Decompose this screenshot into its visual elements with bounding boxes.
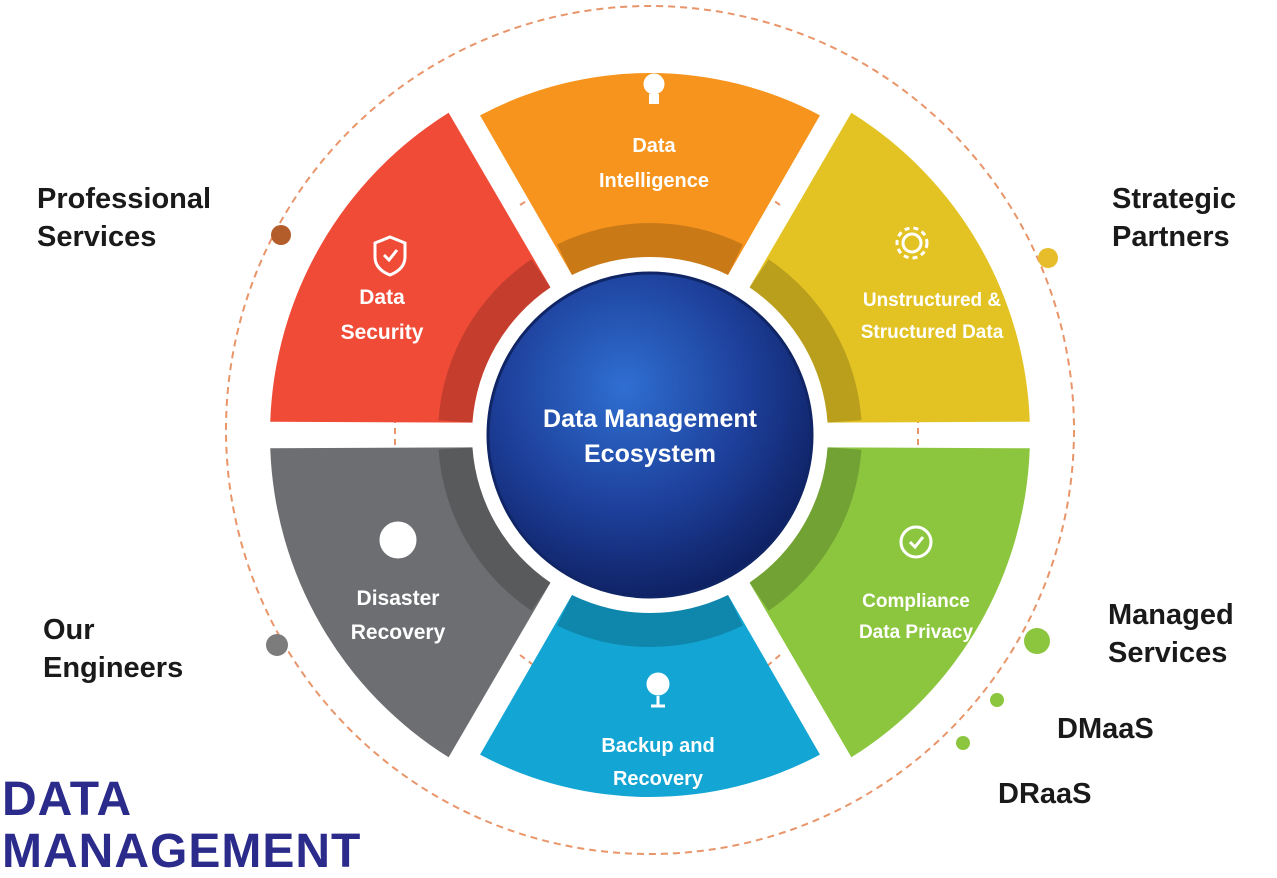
shield-check-icon xyxy=(373,235,407,277)
segment-label-disaster-recovery-line2: Recovery xyxy=(351,621,446,644)
gear-icon xyxy=(895,226,929,260)
segment-label-unstructured-structured-data-line1: Unstructured & xyxy=(863,290,1002,311)
segment-inner-band xyxy=(438,447,551,611)
professional-services-dot xyxy=(271,225,291,245)
segment-label-data-intelligence-line1: Data xyxy=(632,135,676,157)
managed-services-line2: Services xyxy=(1108,637,1228,669)
segment-label-compliance-data-privacy-line1: Compliance xyxy=(862,591,970,612)
segment-label-backup-and-recovery-line1: Backup and xyxy=(601,735,714,757)
our-engineers-label: Our Engineers xyxy=(43,611,183,687)
clock-icon xyxy=(899,525,933,559)
draas-dot xyxy=(956,736,970,750)
segment-inner-band xyxy=(749,447,862,611)
managed-services-label: Managed Services xyxy=(1108,596,1234,672)
outer-dashed-ring xyxy=(225,5,1075,855)
segment-label-data-security-line2: Security xyxy=(341,321,424,344)
draas-label: DRaaS xyxy=(998,778,1092,810)
segment-label-unstructured-structured-data-line2: Structured Data xyxy=(861,322,1004,343)
segment-label-compliance-data-privacy-line2: Data Privacy xyxy=(859,622,974,643)
segment-inner-band xyxy=(438,259,551,423)
segment-unstructured-structured-data xyxy=(749,112,1030,423)
segment-label-disaster-recovery-line1: Disaster xyxy=(357,587,440,610)
professional-services-label: Professional Services xyxy=(37,180,211,256)
our-engineers-line2: Engineers xyxy=(43,652,184,684)
page-title: DATA MANAGEMENT xyxy=(2,774,361,878)
segment-backup-and-recovery xyxy=(480,594,820,797)
dmaas-dot xyxy=(990,693,1004,707)
dmaas-label: DMaaS xyxy=(1057,713,1154,745)
strategic-partners-label: Strategic Partners xyxy=(1112,180,1236,256)
page-title-line1: DATA xyxy=(2,773,133,826)
segment-label-data-security-line1: Data xyxy=(359,286,405,309)
segment-label-data-intelligence-line2: Intelligence xyxy=(599,170,709,192)
lightbulb-icon xyxy=(643,73,665,104)
managed-services-line1: Managed xyxy=(1108,599,1234,631)
money-plant-icon xyxy=(646,672,670,708)
strategic-partners-dot xyxy=(1038,248,1058,268)
hub-title-line1: Data Management xyxy=(543,405,758,433)
page-title-line2: MANAGEMENT xyxy=(2,825,362,878)
segment-disaster-recovery xyxy=(270,447,551,758)
segment-data-security xyxy=(270,112,551,423)
our-engineers-dot xyxy=(266,634,288,656)
hub-title-line2: Ecosystem xyxy=(584,440,716,468)
segment-compliance-data-privacy xyxy=(749,447,1030,758)
managed-services-dot xyxy=(1024,628,1050,654)
our-engineers-line1: Our xyxy=(43,614,95,646)
segment-label-backup-and-recovery-line2: Recovery xyxy=(613,768,704,790)
professional-services-line2: Services xyxy=(37,221,157,253)
strategic-partners-line2: Partners xyxy=(1112,221,1230,253)
segment-inner-band xyxy=(557,594,743,648)
professional-services-line1: Professional xyxy=(37,183,212,215)
strategic-partners-line1: Strategic xyxy=(1112,183,1237,215)
segment-inner-band xyxy=(749,259,862,423)
segment-inner-band xyxy=(557,222,743,276)
segment-data-intelligence xyxy=(480,72,820,276)
side-dots xyxy=(266,225,1058,750)
globe-icon xyxy=(379,521,417,559)
central-hub: Data Management Ecosystem xyxy=(486,271,814,599)
